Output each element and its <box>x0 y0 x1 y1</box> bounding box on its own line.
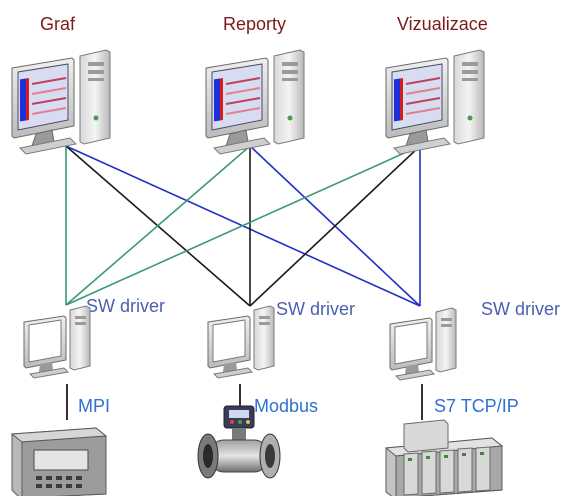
link-vizualizace-driver2 <box>249 145 421 307</box>
workstation-graf-icon <box>11 49 111 155</box>
link-reporty-driver1 <box>65 145 251 306</box>
protocol-label-mpi: MPI <box>78 396 111 416</box>
plc-rack-icon <box>384 419 504 496</box>
driver-computer-3-icon <box>389 307 457 381</box>
link-vizualizace-driver1 <box>65 145 421 306</box>
driver-label-2: SW driver <box>276 299 356 319</box>
controller-panel-icon <box>10 427 108 496</box>
protocol-label-s7: S7 TCP/IP <box>434 396 519 416</box>
workstation-label-reporty: Reporty <box>223 14 287 34</box>
driver-label-3: SW driver <box>481 299 561 319</box>
flow-meter-icon <box>197 405 281 479</box>
protocol-label-modbus: Modbus <box>254 396 319 416</box>
workstation-label-graf: Graf <box>40 14 76 34</box>
driver-computer-1-icon <box>23 305 91 379</box>
driver-computer-2-icon <box>207 305 275 379</box>
workstation-vizualizace-icon <box>385 49 485 155</box>
links-vizualizace <box>65 145 421 307</box>
workstation-reporty-icon <box>205 49 305 155</box>
driver-label-1: SW driver <box>86 296 166 316</box>
workstation-label-vizualizace: Vizualizace <box>397 14 488 34</box>
